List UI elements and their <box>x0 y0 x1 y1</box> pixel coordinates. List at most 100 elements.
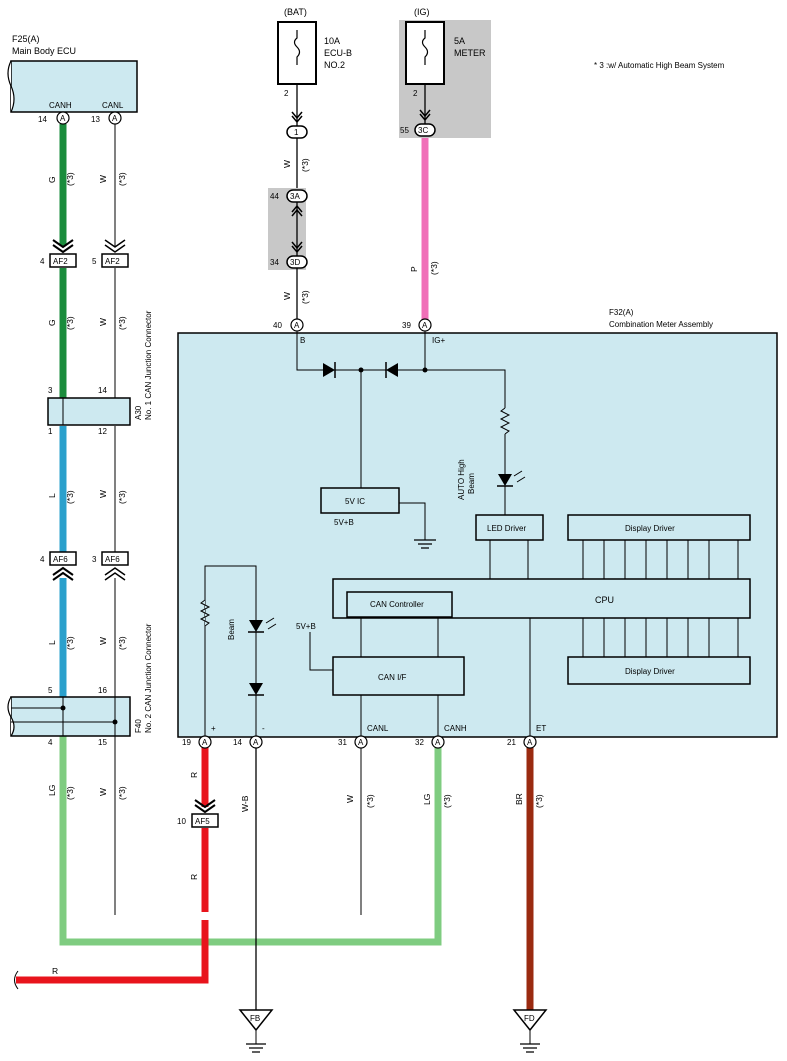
a30-top-right-pin: 14 <box>98 386 107 395</box>
pin32-num: 32 <box>415 738 424 747</box>
label-lg-canh: LG <box>422 794 432 805</box>
meter-id: F32(A) <box>609 308 634 317</box>
power-line-b <box>296 331 323 371</box>
pin-plus-label: + <box>211 724 216 733</box>
f40-top-left-pin: 5 <box>48 686 53 695</box>
led-1-rays <box>513 470 526 483</box>
display-driver-2-box <box>567 656 751 685</box>
bat-fuse-name1: ECU-B <box>324 48 352 58</box>
label-star-3: (*3) <box>65 316 75 330</box>
ic-5v-output-label: 5V+B <box>334 518 354 527</box>
ground-fd-icon <box>520 1043 540 1053</box>
label-w-4: W <box>98 637 108 645</box>
display-bus-top <box>582 540 739 579</box>
a30-bottom-left-pin: 1 <box>48 427 53 436</box>
label-star-canl: (*3) <box>365 794 375 808</box>
ecu-pin-canh <box>56 111 70 125</box>
ecu-pin-canh-letter: A <box>60 114 66 123</box>
auto-high-beam-1: AUTO High <box>457 459 466 500</box>
af6-left-label: AF6 <box>53 555 68 564</box>
af6-right-box <box>101 551 129 566</box>
bat-arrow <box>291 111 303 124</box>
ecu-name: Main Body ECU <box>12 46 76 56</box>
ground-fb-triangle <box>238 1009 274 1032</box>
bat-fuse-pin: 2 <box>284 89 289 98</box>
ecu-box <box>10 60 138 113</box>
bat-source: (BAT) <box>284 7 307 17</box>
af2-left-pin: 4 <box>40 257 45 266</box>
ic-5v-ground-line <box>399 502 426 540</box>
can-if-box <box>332 656 465 696</box>
j-block-arrow-down <box>291 241 303 254</box>
meter-pin-ig-num: 39 <box>402 321 411 330</box>
ig-source: (IG) <box>414 7 430 17</box>
label-br: BR <box>514 793 524 805</box>
meter-pin-b-letter: A <box>294 321 300 330</box>
pin14 <box>249 735 263 749</box>
can-if-5vb-line <box>309 632 333 671</box>
can-controller-box <box>346 591 453 618</box>
ecu-pin-canl-letter: A <box>112 114 118 123</box>
af2-right-box <box>101 253 129 268</box>
af6-right-pin: 3 <box>92 555 97 564</box>
label-g-1: G <box>47 176 57 183</box>
label-star-10: (*3) <box>117 786 127 800</box>
label-star-br: (*3) <box>534 794 544 808</box>
conn-3c <box>414 123 436 137</box>
pin31 <box>354 735 368 749</box>
conn-3a-label: 3A <box>290 192 300 201</box>
f40-id: F40 <box>134 719 143 733</box>
ig-fuse-name: METER <box>454 48 486 58</box>
label-l-1: L <box>47 493 57 498</box>
af2-right-label: AF2 <box>105 257 120 266</box>
resistor-2-icon <box>199 599 211 627</box>
can-if-label: CAN I/F <box>378 673 407 682</box>
ecu-canl-label: CANL <box>102 101 124 110</box>
f40-top-right-pin: 16 <box>98 686 107 695</box>
label-star-bat-1: (*3) <box>300 158 310 172</box>
f40-box <box>10 696 131 737</box>
conn-3c-pin: 55 <box>400 126 409 135</box>
meter-pin-b-label: B <box>300 336 305 345</box>
ig-fuse-rating: 5A <box>454 36 465 46</box>
label-star-4: (*3) <box>117 316 127 330</box>
label-w-5: W <box>98 788 108 796</box>
bat-fuse-icon <box>293 30 301 65</box>
meter-name: Combination Meter Assembly <box>609 320 713 329</box>
conn-3d-pin: 34 <box>270 258 279 267</box>
pin21-num: 21 <box>507 738 516 747</box>
pin21 <box>523 735 537 749</box>
a30-bottom-right-pin: 12 <box>98 427 107 436</box>
note-text: * 3 :w/ Automatic High Beam System <box>594 61 725 70</box>
pin-canl-label: CANL <box>367 724 389 733</box>
af2-arrow-right <box>104 239 126 253</box>
label-g-2: G <box>47 319 57 326</box>
led-2-rays <box>265 617 277 630</box>
pin31-num: 31 <box>338 738 347 747</box>
wire-r-3 <box>16 920 209 984</box>
bat-fuse-rating: 10A <box>324 36 340 46</box>
af6-left-box <box>49 551 77 566</box>
af6-left-pin: 4 <box>40 555 45 564</box>
ig-arrow <box>419 109 431 122</box>
meter-pin-b-num: 40 <box>273 321 282 330</box>
label-r-2: R <box>189 874 199 880</box>
af2-right-pin: 5 <box>92 257 97 266</box>
label-l-2: L <box>47 640 57 645</box>
pin32-letter: A <box>435 738 441 747</box>
label-w-3: W <box>98 490 108 498</box>
label-w-bat-1: W <box>282 160 292 168</box>
j-block-arrow-up <box>291 204 303 217</box>
auto-high-beam-2: Beam <box>467 473 476 494</box>
pin19-num: 19 <box>182 738 191 747</box>
label-lg-1: LG <box>47 785 57 796</box>
label-w-canl: W <box>345 795 355 803</box>
display-driver-1-box <box>567 514 751 541</box>
ground-fd-label: FD <box>524 1014 535 1023</box>
line-to-resistor <box>425 369 506 408</box>
can-controller-label: CAN Controller <box>370 600 424 609</box>
a30-name: No. 1 CAN Junction Connector <box>144 310 153 420</box>
af5-label: AF5 <box>195 817 210 826</box>
led-1-icon <box>498 474 512 486</box>
led-driver-label: LED Driver <box>487 524 526 533</box>
